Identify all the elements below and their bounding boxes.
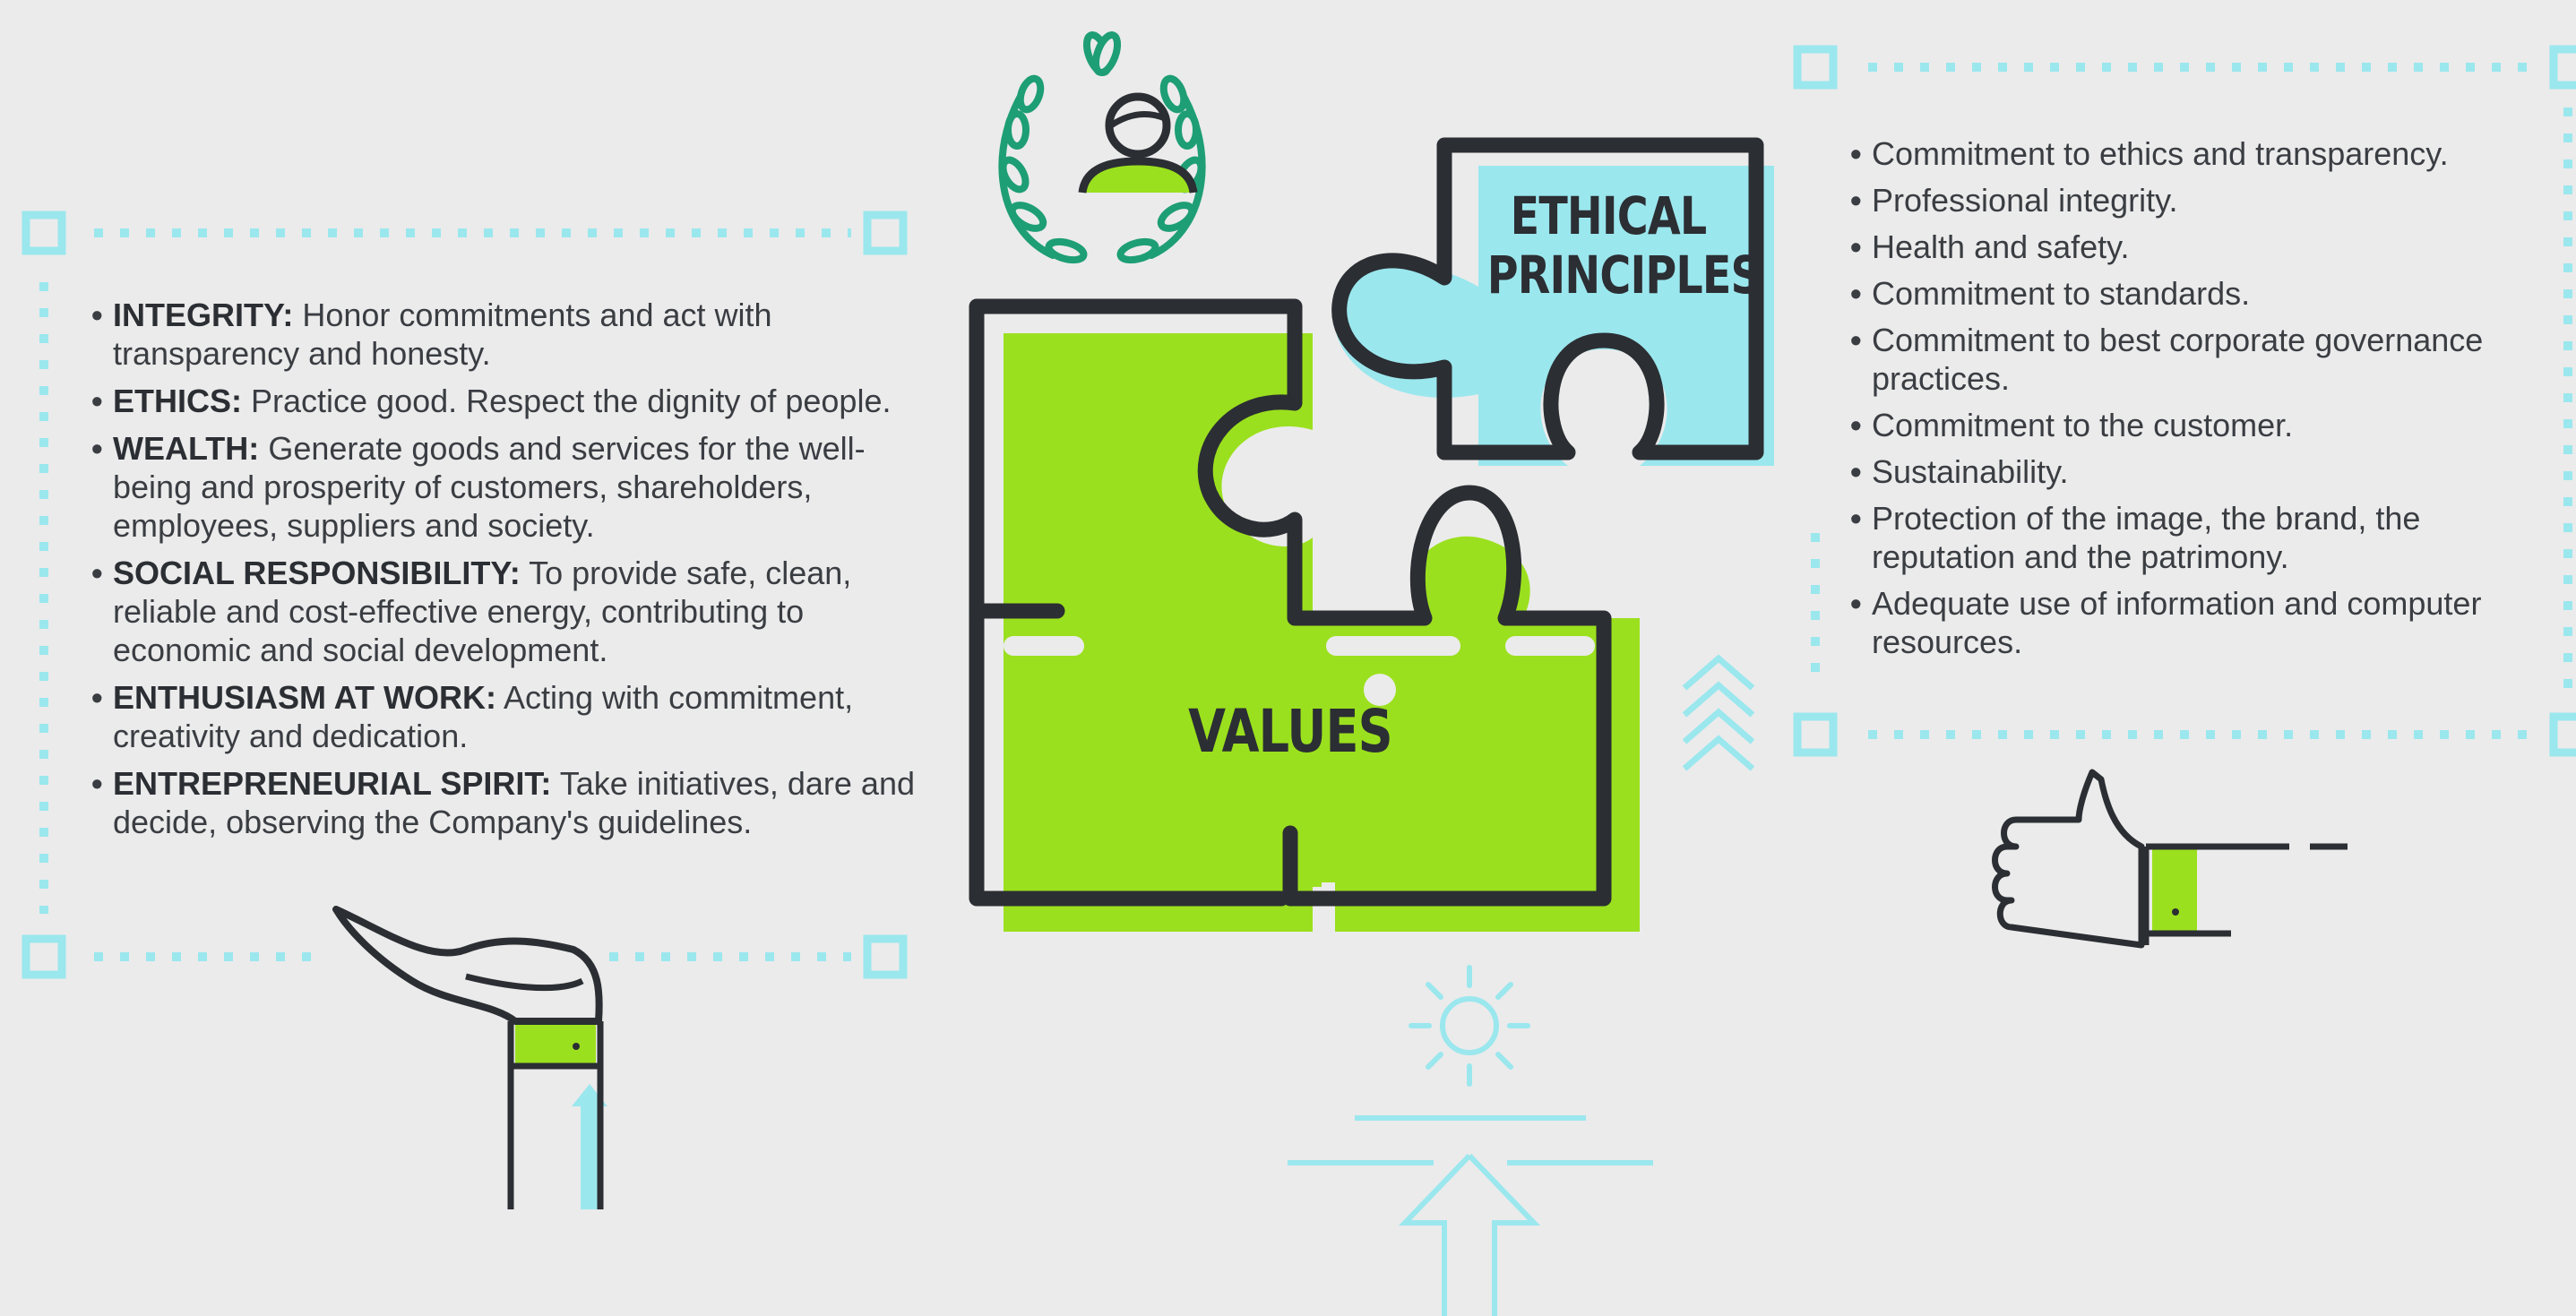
bullet: • [91,297,103,333]
bullet: • [1850,453,1862,490]
ethics-text: Protection of the image, the brand, the … [1872,500,2421,575]
ethical-principles-label: ETHICAL PRINCIPLES [1486,185,1762,305]
value-key: ENTREPRENEURIAL SPIRIT: [113,765,552,802]
value-key: ETHICS: [113,383,242,419]
bullet: • [1850,500,1862,537]
list-item: • Health and safety. [1850,228,2549,266]
ethics-text: Adequate use of information and computer… [1872,585,2482,660]
ethics-list: •Commitment to ethics and transparency. … [1850,134,2549,669]
list-item: • INTEGRITY: Honor commitments and act wi… [91,296,916,373]
bullet: • [91,679,103,716]
value-text: Practice good. Respect the dignity of pe… [251,383,892,419]
ethics-text: Commitment to ethics and transparency. [1872,135,2449,172]
values-list: • INTEGRITY: Honor commitments and act wi… [91,296,916,850]
bullet: • [1850,585,1862,622]
ethics-text: Commitment to standards. [1872,275,2251,312]
puzzle-outlines [969,137,1764,907]
list-item: • Professional integrity. [1850,181,2549,219]
right-frame [1793,45,2576,757]
sun-icon [1409,965,1530,1087]
value-key: SOCIAL RESPONSIBILITY: [113,555,521,591]
value-key: WEALTH: [113,430,260,467]
value-text: To provide safe, clean, reliable and cos… [113,555,852,668]
chevrons-up-icon [1682,654,1755,771]
open-hand-icon [332,906,607,1209]
thumbs-up-icon [1992,769,2348,949]
value-text: Acting with commitment, creativity and d… [113,679,854,754]
values-piece-fill [1004,333,1640,932]
list-item: • Commitment to the customer. [1850,406,2549,444]
values-label: VALUES [1188,697,1392,766]
value-text: Generate goods and services for the well… [113,430,866,544]
value-text: Take initiatives, dare and decide, obser… [113,765,915,840]
bullet: • [91,383,103,419]
value-key: ENTHUSIASM AT WORK: [113,679,496,716]
ethics-text: Commitment to the customer. [1872,407,2294,443]
bullet: • [91,555,103,591]
list-item: • Protection of the image, the brand, the… [1850,499,2549,576]
person-icon [1078,92,1198,194]
list-item: • Commitment to ethics and transparency. [1850,134,2549,173]
bullet: • [91,765,103,802]
ethics-text: Health and safety. [1872,228,2130,265]
bullet: • [1850,407,1862,443]
list-item: • Commitment to standards. [1850,274,2549,313]
value-key: INTEGRITY: [113,297,294,333]
list-item: • ENTREPRENEURIAL SPIRIT: Take initiative… [91,764,916,841]
bullet: • [1850,228,1862,265]
values-piece-highlights [1004,636,1595,932]
bullet: • [1850,275,1862,312]
left-frame [22,211,908,979]
list-item: • ETHICS: Practice good. Respect the dign… [91,382,916,420]
bullet: • [1850,182,1862,219]
ethics-text: Commitment to best corporate governance … [1872,322,2484,397]
list-item: • Sustainability. [1850,452,2549,491]
value-text: Honor commitments and act with transpare… [113,297,772,372]
ethics-text: Sustainability. [1872,453,2069,490]
bullet: • [1850,135,1862,172]
list-item: • SOCIAL RESPONSIBILITY: To provide safe,… [91,554,916,669]
laurel-person-icon [998,31,1206,264]
up-arrow-icon [1288,1115,1653,1316]
list-item: • WEALTH: Generate goods and services for… [91,429,916,545]
ethics-text: Professional integrity. [1872,182,2178,219]
list-item: • ENTHUSIASM AT WORK: Acting with commitm… [91,678,916,755]
ethical-label-line2: PRINCIPLES [1486,245,1762,305]
ethical-label-line1: ETHICAL [1510,185,1708,246]
bullet: • [1850,322,1862,358]
list-item: • Adequate use of information and compute… [1850,584,2549,661]
bullet: • [91,430,103,467]
list-item: • Commitment to best corporate governance… [1850,321,2549,398]
